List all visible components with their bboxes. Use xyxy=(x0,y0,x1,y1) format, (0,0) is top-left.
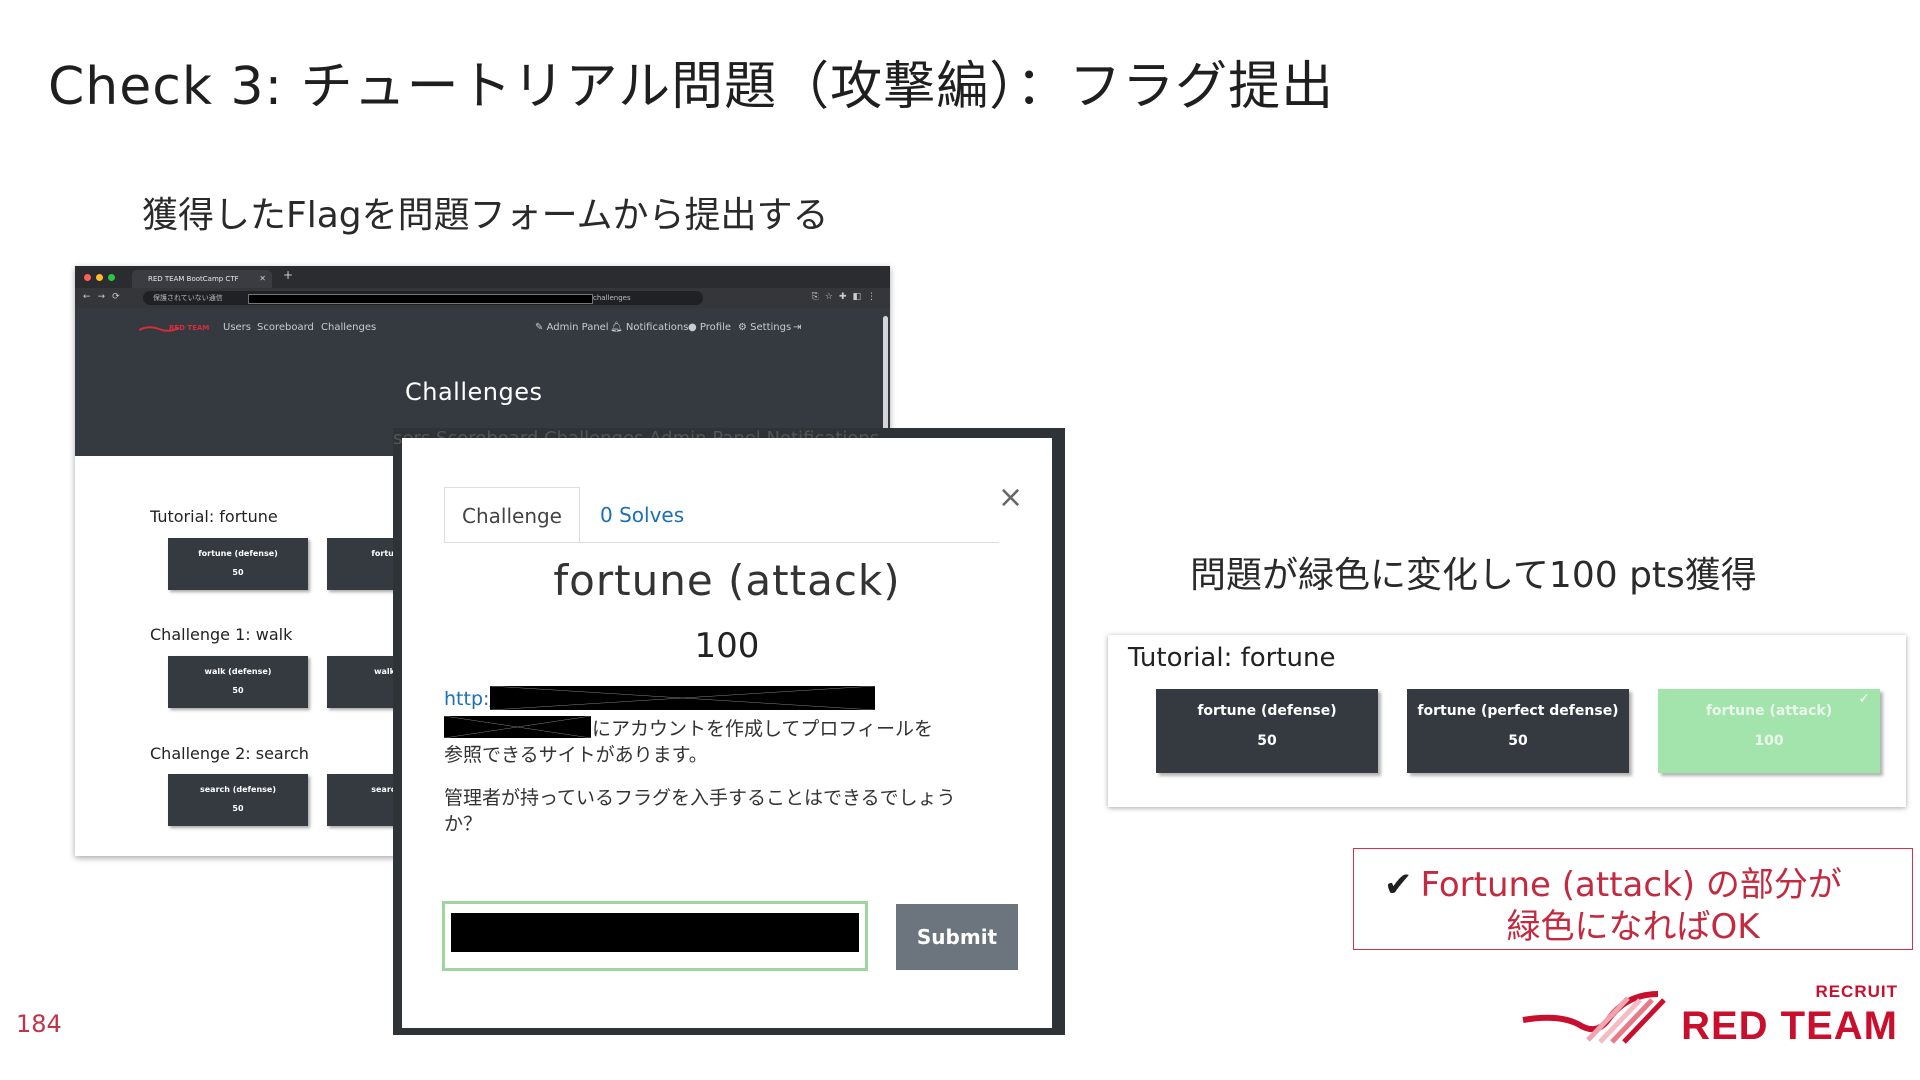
url-security-label: 保護されていない通信 xyxy=(153,294,223,302)
window-minimize-dot[interactable] xyxy=(96,274,103,281)
category-title: Tutorial: fortune xyxy=(150,507,278,526)
challenge-name: fortune (attack) xyxy=(553,556,901,605)
close-icon[interactable]: × xyxy=(998,480,1024,515)
challenge-button-defense[interactable]: fortune (defense) 50 xyxy=(1156,689,1378,773)
solved-check-icon: ✓ xyxy=(1858,691,1870,707)
callout-box: ✔Fortune (attack) の部分が 緑色になればOK xyxy=(1353,848,1913,950)
window-close-dot[interactable] xyxy=(84,274,91,281)
result-panel: Tutorial: fortune fortune (defense) 50 f… xyxy=(1108,635,1906,807)
browser-address-bar: ←→⟳ 保護されていない通信 challenges ⎘☆✚◧⋮ xyxy=(75,288,890,308)
logo-text: RED TEAM xyxy=(169,324,210,332)
slide-title: Check 3: チュートリアル問題（攻撃編）：フラグ提出 xyxy=(48,57,1335,117)
description-line: http:/ xyxy=(444,688,496,710)
callout-line2: 緑色になればOK xyxy=(1506,907,1760,947)
url-field[interactable]: 保護されていない通信 challenges xyxy=(143,291,703,305)
flag-input-redaction xyxy=(451,913,859,952)
red-team-logo[interactable]: RED TEAM xyxy=(138,321,211,341)
brand-redteam-text: RED TEAM xyxy=(1681,1004,1898,1048)
red-team-brand-logo: RECRUIT RED TEAM xyxy=(1518,980,1898,1060)
subtitle-submit-flag: 獲得したFlagを問題フォームから提出する xyxy=(142,195,829,236)
description-line: 参照できるサイトがあります。 xyxy=(444,744,708,766)
category-title: Challenge 1: walk xyxy=(150,625,293,644)
logo-swoosh-icon xyxy=(138,326,180,332)
nav-settings[interactable]: ⚙ Settings xyxy=(738,322,792,333)
tab-challenge[interactable]: Challenge xyxy=(444,487,580,543)
nav-challenges[interactable]: Challenges xyxy=(321,322,377,333)
page-heading: Challenges xyxy=(405,378,543,406)
description-line: 管理者が持っているフラグを入手することはできるでしょう xyxy=(444,787,956,809)
submit-button[interactable]: Submit xyxy=(896,904,1018,970)
new-tab-icon[interactable]: + xyxy=(283,268,294,282)
url-path: challenges xyxy=(593,294,631,302)
challenge-button-attack-solved[interactable]: ✓ fortune (attack) 100 xyxy=(1658,689,1880,773)
tab-divider xyxy=(444,542,999,543)
description-line: にアカウントを作成してプロフィールを xyxy=(592,718,934,740)
subtitle-result: 問題が緑色に変化して100 pts獲得 xyxy=(1190,555,1757,596)
tab-solves[interactable]: 0 Solves xyxy=(600,503,685,527)
challenge-value: 100 xyxy=(694,626,760,666)
url-redaction xyxy=(248,294,593,304)
nav-arrows-icon[interactable]: ←→⟳ xyxy=(83,292,127,302)
challenge-modal-screenshot: sers Scoreboard Challenges Admin Panel N… xyxy=(393,428,1065,1035)
redacted-url xyxy=(490,686,875,710)
challenge-button-perfect-defense[interactable]: fortune (perfect defense) 50 xyxy=(1407,689,1629,773)
nav-users[interactable]: Users xyxy=(223,322,252,333)
window-zoom-dot[interactable] xyxy=(108,274,115,281)
category-title: Challenge 2: search xyxy=(150,744,309,763)
challenge-button[interactable]: search (defense) 50 xyxy=(168,774,308,826)
extension-icons[interactable]: ⎘☆✚◧⋮ xyxy=(811,292,882,302)
challenge-modal: Challenge 0 Solves × fortune (attack) 10… xyxy=(402,438,1052,1028)
callout-line1: ✔Fortune (attack) の部分が xyxy=(1384,865,1842,905)
redacted-url xyxy=(444,716,591,738)
nav-profile[interactable]: ● Profile xyxy=(688,322,731,333)
browser-tab[interactable]: RED TEAM BootCamp CTF ✕ xyxy=(132,270,272,288)
challenge-button[interactable]: walk (defense) 50 xyxy=(168,656,308,708)
description-line: か？ xyxy=(444,813,483,835)
brand-recruit-text: RECRUIT xyxy=(1815,982,1898,1001)
nav-notifications[interactable]: 🔔︎ Notifications xyxy=(610,322,689,333)
browser-tab-bar: RED TEAM BootCamp CTF ✕ + xyxy=(75,266,890,288)
nav-admin-panel[interactable]: ✎ Admin Panel xyxy=(535,322,609,333)
close-tab-icon[interactable]: ✕ xyxy=(259,274,266,283)
brand-swoosh-icon xyxy=(1522,991,1666,1044)
check-icon: ✔ xyxy=(1384,865,1413,905)
logout-icon[interactable]: ⇥ xyxy=(793,322,802,333)
browser-tab-title: RED TEAM BootCamp CTF xyxy=(148,275,239,283)
description-link[interactable]: http:/ xyxy=(444,688,496,710)
nav-scoreboard[interactable]: Scoreboard xyxy=(257,322,314,333)
category-title: Tutorial: fortune xyxy=(1128,643,1336,673)
challenge-button[interactable]: fortune (defense) 50 xyxy=(168,538,308,590)
flag-input[interactable] xyxy=(442,901,868,971)
page-number: 184 xyxy=(16,1010,62,1038)
